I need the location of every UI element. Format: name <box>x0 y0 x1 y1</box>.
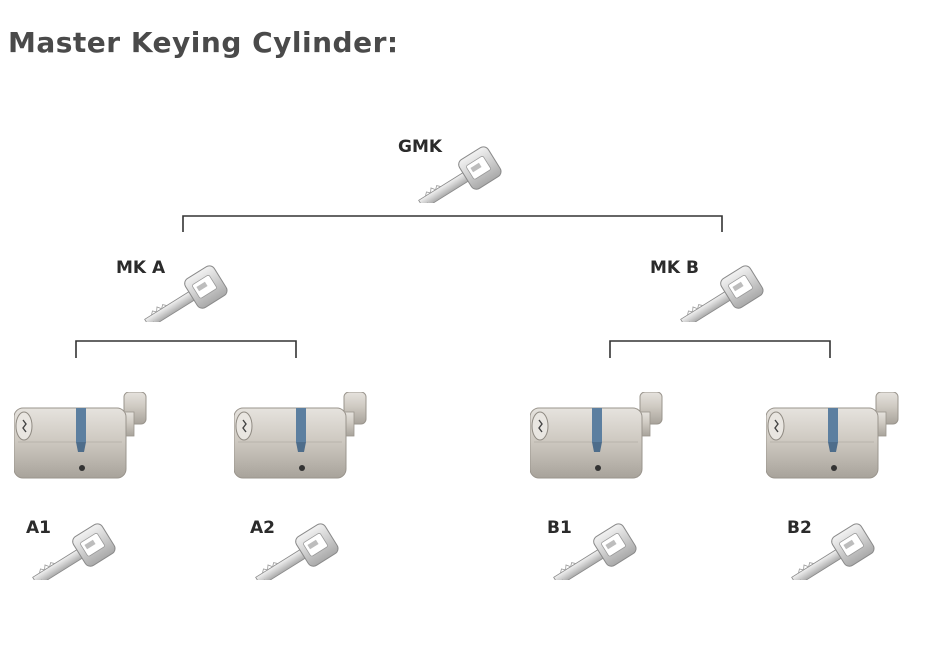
label-a1: A1 <box>26 518 51 538</box>
cylinder-icon-a1 <box>14 392 147 479</box>
page-title: Master Keying Cylinder: <box>8 26 399 59</box>
connector-gmk <box>182 215 723 232</box>
key-icon-b1 <box>546 521 639 580</box>
key-icon-a2 <box>248 521 341 580</box>
key-icon-mk-b <box>673 263 766 322</box>
cylinder-icon-b1 <box>530 392 663 479</box>
key-icon-a1 <box>25 521 118 580</box>
label-a2: A2 <box>250 518 275 538</box>
label-b2: B2 <box>787 518 812 538</box>
cylinder-icon-b2 <box>766 392 899 479</box>
label-gmk: GMK <box>398 137 443 157</box>
connector-mk-a <box>75 340 297 358</box>
label-mk-b: MK B <box>650 258 699 278</box>
label-b1: B1 <box>547 518 572 538</box>
cylinder-icon-a2 <box>234 392 367 479</box>
connector-mk-b <box>609 340 831 358</box>
key-icon-mk-a <box>137 263 230 322</box>
key-icon-b2 <box>784 521 877 580</box>
label-mk-a: MK A <box>116 258 166 278</box>
key-icon-gmk <box>411 144 504 203</box>
